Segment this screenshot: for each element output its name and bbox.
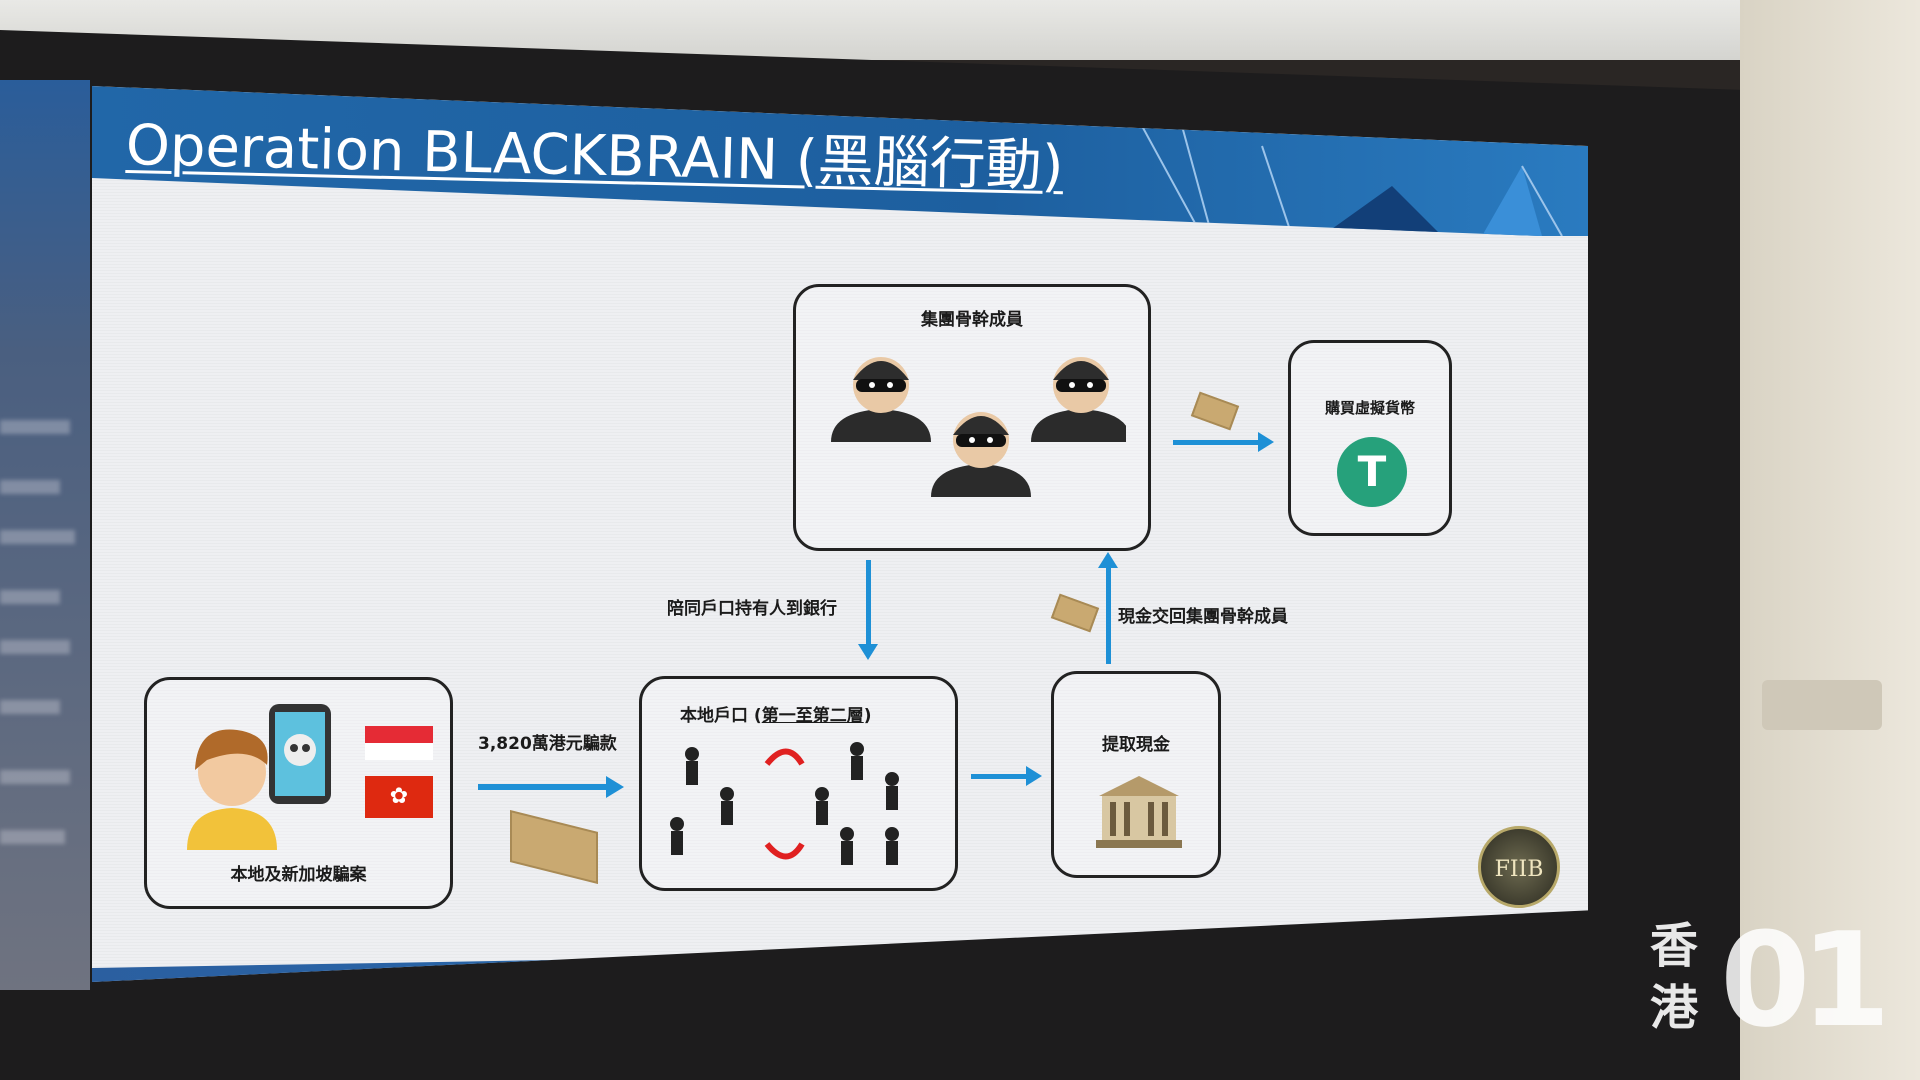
watermark-mark: 01 [1720, 904, 1891, 1056]
money-mules-icon [670, 742, 899, 865]
tether-icon: T [1337, 437, 1407, 507]
core-members-box: 集團骨幹成員 [793, 284, 1151, 551]
local-accounts-label: 本地戶口 (第一至第二層) [680, 706, 872, 726]
fraud-amount-label: 3,820萬港元騙款 [478, 734, 617, 754]
hong-kong-flag-icon: ✿ [365, 776, 433, 818]
presentation-slide: Operation BLACKBRAIN (黑腦行動) 集團骨幹成員 購買虛擬貨… [92, 86, 1588, 982]
masked-thieves-icon [831, 357, 1126, 497]
victims-box: ✿ 本地及新加坡騙案 [144, 677, 453, 909]
money-pile-icon [510, 810, 598, 884]
network-graphic [1142, 126, 1563, 236]
wall-switches [1762, 680, 1882, 730]
arrow-escort-down [866, 560, 871, 648]
withdraw-cash-label: 提取現金 [1102, 735, 1170, 755]
scam-victim-icon [187, 704, 331, 850]
bank-building-icon [1096, 776, 1182, 848]
singapore-flag-icon [365, 726, 433, 760]
wall [1740, 0, 1920, 1080]
core-members-label: 集團骨幹成員 [921, 310, 1023, 330]
arrow-fraud-funds [478, 784, 608, 790]
crypto-box: 購買虛擬貨幣 T [1288, 340, 1452, 536]
crypto-label: 購買虛擬貨幣 [1324, 399, 1415, 417]
return-cash-label: 現金交回集團骨幹成員 [1118, 607, 1288, 627]
withdraw-cash-box: 提取現金 [1051, 671, 1221, 878]
victims-label: 本地及新加坡騙案 [230, 865, 367, 885]
adjacent-slide [0, 80, 90, 990]
escort-label: 陪同戶口持有人到銀行 [667, 599, 837, 619]
fiib-logo: FIIB [1478, 826, 1560, 908]
arrow-to-withdraw [971, 774, 1029, 779]
cash-bundle-icon [1050, 593, 1100, 633]
watermark-text: 香港 [1650, 918, 1699, 1036]
arrow-return-cash-up [1106, 566, 1111, 664]
cash-bundle-icon [1190, 391, 1240, 431]
arrow-to-crypto [1173, 440, 1261, 445]
local-accounts-box: 本地戶口 (第一至第二層) [639, 676, 958, 891]
